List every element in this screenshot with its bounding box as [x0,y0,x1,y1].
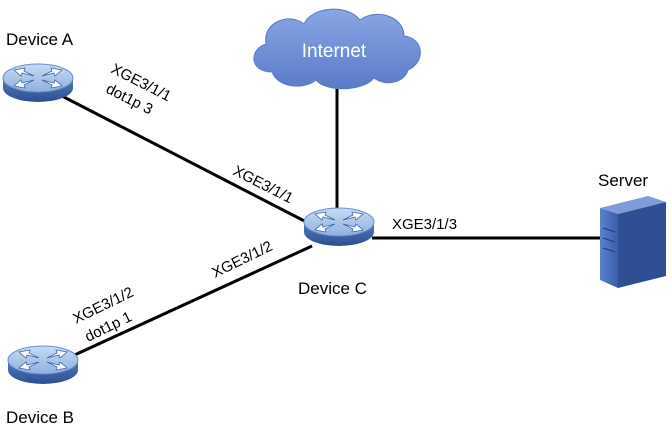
server-label: Server [598,171,648,190]
router-icon [7,345,79,385]
internet-cloud: Internet [253,8,421,90]
router-icon [2,63,74,103]
router-icon [303,207,375,247]
server: Server [598,171,666,288]
link-device-b-device-c [67,244,313,360]
device-c-port-server-label: XGE3/1/3 [392,216,457,233]
link-b-c-labels: XGE3/1/2 dot1p 1 XGE3/1/2 [70,238,275,346]
server-icon [600,196,666,288]
link-device-a-device-c [59,93,319,230]
device-b: Device B [6,345,79,427]
device-c: Device C [298,207,375,298]
device-c-port-b-label: XGE3/1/2 [209,238,275,282]
links [59,78,602,360]
internet-label: Internet [302,41,367,62]
device-a-label: Device A [6,30,74,49]
device-c-label: Device C [298,279,367,298]
cloud-icon [253,8,421,90]
device-a: Device A [2,30,74,103]
device-b-label: Device B [6,408,74,427]
